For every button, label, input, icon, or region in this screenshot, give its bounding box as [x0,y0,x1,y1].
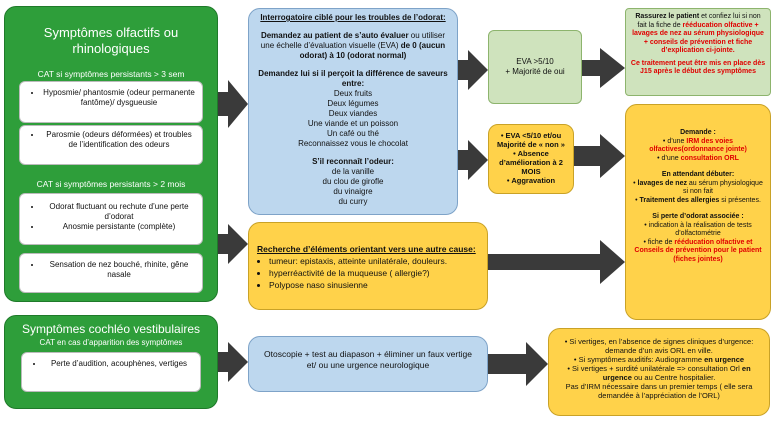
flavor-item: Reconnaissez vous le chocolat [298,139,408,148]
arrow-right-icon [218,224,248,264]
odor-item: du curry [338,197,368,206]
cochlear-title: Symptômes cochléo vestibulaires [21,322,201,336]
olfactory-item-nez-bouche: Sensation de nez bouché, rhinite, gêne n… [19,253,203,293]
eva-low-item: • EVA <5/10 et/ou Majorité de « non » [497,131,565,149]
flavor-item: Une viande et un poisson [307,119,399,128]
flavor-item: Deux viandes [328,109,378,118]
demand-loss: Si perte d’odorat associée : [652,213,744,220]
arrow-right-icon [488,342,548,386]
olfactory-cat2: CAT si symptômes persistants > 2 mois [36,179,186,189]
olfactory-item-parosmie-text: Parosmie (odeurs déformées) et troubles … [42,130,196,150]
flavor-item: Deux fruits [333,89,373,98]
cochlear-cat: CAT en cas d’apparition des symptômes [39,338,183,347]
otoscopie-text: Otoscopie + test au diapason + éliminer … [264,349,472,370]
demand-l2: • d’une consultation ORL [657,154,739,162]
demand-x2: • fiche de rééducation olfactive et Cons… [634,238,762,263]
arrow-right-icon [488,240,625,284]
interrogatoire-p1-bold2: de 0 (aucun odorat) à 10 (odorat normal) [299,41,446,60]
vertiges-box: • Si vertiges, en l’absence de signes cl… [548,328,770,416]
reassure-b2: Ce traitement peut être mis en place dès… [630,59,766,76]
flavor-item: Deux légumes [327,99,379,108]
vertiges-p: Pas d’IRM nécessaire dans un premier tem… [565,382,753,400]
cochlear-panel: Symptômes cochléo vestibulaires CAT en c… [4,315,218,409]
arrow-right-icon [218,80,248,128]
vertiges-i1: • Si vertiges, en l’absence de signes cl… [564,337,754,355]
olfactory-item-nez-bouche-text: Sensation de nez bouché, rhinite, gêne n… [42,260,196,280]
demand-w2: • Traitement des allergies si présentes. [635,196,761,204]
odor-list: de la vanille du clou de girofle du vina… [255,167,451,207]
interrogatoire-p1: Demandez au patient de s’auto évaluer ou… [255,31,451,61]
olfactory-item-hyposmie-text: Hyposmie/ phantosmie (odeur permanente f… [42,88,196,108]
reassure-r1: rééducation olfactive + lavages de nez a… [632,21,764,55]
eva-high-line2: + Majorité de oui [505,67,565,76]
eva-high-line1: EVA >5/10 [516,57,554,66]
other-cause-box: Recherche d’éléments orientant vers une … [248,222,488,310]
reassure-t1: et confiez lui si non fait la fiche de [637,13,761,29]
arrow-right-icon [582,48,625,88]
arrow-right-icon [458,140,488,180]
demand-box: Demande : • d’une IRM des voies olfactiv… [625,104,771,320]
arrow-right-icon [574,134,625,178]
odor-item: de la vanille [331,167,375,176]
eva-high-box: EVA >5/10 + Majorité de oui [488,30,582,104]
arrow-right-icon [218,342,248,382]
cochlear-item-text: Perte d’audition, acouphènes, vertiges [44,359,194,369]
reassure-box: Rassurez le patient et confiez lui si no… [625,8,771,96]
eva-low-box: • EVA <5/10 et/ou Majorité de « non » • … [488,124,574,194]
demand-w1: • lavages de nez au sérum physiologique … [633,179,763,196]
olfactory-item-anosmie-text: Anosmie persistante (complète) [42,222,196,232]
cochlear-item: Perte d’audition, acouphènes, vertiges [21,352,201,392]
olfactory-title: Symptômes olfactifs ou rhinologiques [43,25,179,56]
reassure-b1: Rassurez le patient [635,13,700,20]
olfactory-panel: Symptômes olfactifs ou rhinologiques CAT… [4,6,218,302]
flavor-list: Deux fruits Deux légumes Deux viandes Un… [255,89,451,149]
olfactory-item-hyposmie: Hyposmie/ phantosmie (odeur permanente f… [19,81,203,123]
olfactory-cat1: CAT si symptômes persistants > 3 sem [37,69,185,79]
eva-low-item: • Aggravation [506,176,556,185]
other-cause-title: Recherche d’éléments orientant vers une … [257,244,476,254]
vertiges-i3: • Si vertiges + surdité unilatérale => c… [567,364,751,382]
odor-item: du clou de girofle [322,177,384,186]
interrogatoire-p1-bold: Demandez au patient de s’auto évaluer [260,31,409,40]
demand-l1: • d’une IRM des voies olfactives(ordonna… [649,137,747,154]
odor-item: du vinaigre [333,187,373,196]
interrogatoire-box: Interrogatoire ciblé pour les troubles d… [248,8,458,215]
otoscopie-box: Otoscopie + test au diapason + éliminer … [248,336,488,392]
vertiges-i2: • Si symptômes auditifs: Audiogramme en … [573,355,745,364]
other-cause-item: hyperréactivité de la muqueuse ( allergi… [269,267,479,279]
olfactory-item-parosmie: Parosmie (odeurs déformées) et troubles … [19,125,203,165]
olfactory-item-fluctuant: Odorat fluctuant ou rechute d’une perte … [19,193,203,245]
interrogatoire-p2: Demandez lui si il perçoit la différence… [258,69,448,88]
flavor-item: Un café ou thé [326,129,380,138]
other-cause-item: tumeur: epistaxis, atteinte unilatérale,… [269,255,479,267]
eva-low-item: • Absence d’amélioration à 2 MOIS [499,149,563,176]
olfactory-item-fluctuant-text: Odorat fluctuant ou rechute d’une perte … [42,202,196,222]
demand-wait: En attendant débuter: [661,171,735,178]
arrow-right-icon [458,50,488,90]
interrogatoire-title: Interrogatoire ciblé pour les troubles d… [260,13,446,22]
demand-x1: • indication à la réalisation de tests d… [644,221,752,238]
other-cause-item: Polypose naso sinusienne [269,279,479,291]
interrogatoire-p3: S’il reconnaît l’odeur: [312,157,394,166]
interrogatoire-p1-rest: ou utiliser une échelle d’évaluation vis… [260,31,446,50]
demand-title: Demande : [680,129,716,136]
